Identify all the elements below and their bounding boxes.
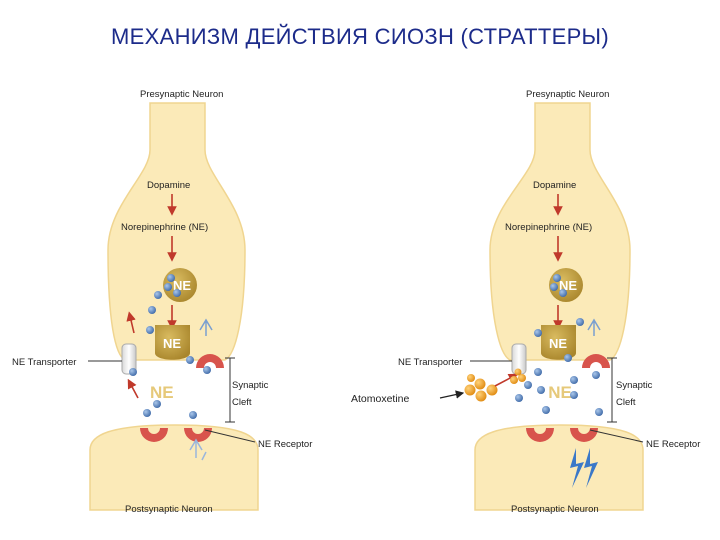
ne-molecule — [167, 274, 175, 282]
release-signal-icon — [199, 318, 213, 336]
presynaptic-receptor — [582, 354, 610, 368]
ne-transporter-label: NE Transporter — [398, 357, 462, 368]
release-vesicle — [541, 325, 576, 360]
atomoxetine-molecule — [464, 374, 498, 402]
ne-molecule — [189, 411, 197, 419]
ne-molecule — [559, 289, 567, 297]
synaptic-label: Synaptic — [616, 380, 653, 391]
ne-molecule — [592, 371, 600, 379]
postsynaptic-receptor — [184, 428, 212, 442]
ne-molecule — [570, 391, 578, 399]
release-vesicle — [155, 325, 190, 360]
synaptic-label: Synaptic — [232, 380, 269, 391]
ne-transporter — [121, 343, 137, 375]
synapse-panel-right: Presynaptic Neuron Dopamine Norepinephri… — [351, 89, 700, 515]
presynaptic-neuron — [107, 102, 246, 361]
ne-molecule — [164, 283, 172, 291]
ne-molecule — [148, 306, 156, 314]
receptor-pointer — [589, 429, 644, 443]
norepinephrine-label: Norepinephrine (NE) — [505, 222, 592, 233]
ne-molecule — [173, 289, 181, 297]
presynaptic-label: Presynaptic Neuron — [526, 89, 609, 100]
cleft-label: Cleft — [616, 397, 636, 408]
postsynaptic-receptor — [140, 428, 168, 442]
ne-molecule — [153, 400, 161, 408]
reuptake-arrow-lower — [127, 378, 139, 399]
ne-molecule — [203, 366, 211, 374]
ne-molecule — [570, 376, 578, 384]
ne-molecule — [595, 408, 603, 416]
release-vesicle-label: NE — [163, 336, 181, 351]
ne-molecule — [129, 368, 137, 376]
ne-molecule — [146, 326, 154, 334]
postsynaptic-label: Postsynaptic Neuron — [125, 504, 213, 515]
ne-molecule — [564, 354, 572, 362]
ne-molecule — [143, 409, 151, 417]
cleft-label: Cleft — [232, 397, 252, 408]
ne-receptor-label: NE Receptor — [258, 439, 312, 450]
atomoxetine-label: Atomoxetine — [351, 393, 410, 405]
ne-molecule — [537, 386, 545, 394]
presynaptic-receptor — [196, 354, 224, 368]
cleft-ne-label: NE — [548, 383, 572, 402]
postsynaptic-label: Postsynaptic Neuron — [511, 504, 599, 515]
presynaptic-neuron — [489, 102, 631, 361]
receptor-pointer — [204, 429, 256, 443]
ne-molecule — [576, 318, 584, 326]
ne-molecule — [542, 406, 550, 414]
postsynaptic-neuron — [474, 424, 644, 511]
release-vesicle-label: NE — [549, 336, 567, 351]
presynaptic-label: Presynaptic Neuron — [140, 89, 223, 100]
release-signal-icon — [587, 318, 601, 336]
ne-transporter-label: NE Transporter — [12, 357, 76, 368]
ne-molecule — [550, 283, 558, 291]
postsynaptic-receptor — [526, 428, 554, 442]
reuptake-arrow — [126, 311, 136, 334]
slide-title: МЕХАНИЗМ ДЕЙСТВИЯ СИОЗН (СТРАТТЕРЫ) — [111, 24, 609, 49]
norepinephrine-label: Norepinephrine (NE) — [121, 222, 208, 233]
cleft-ne-label: NE — [150, 383, 174, 402]
ne-receptor-label: NE Receptor — [646, 439, 700, 450]
ne-molecule — [515, 394, 523, 402]
ne-molecule — [186, 356, 194, 364]
synapse-panel-left: Presynaptic Neuron Dopamine Norepinephri… — [12, 89, 312, 515]
strong-signal-icon — [570, 448, 584, 488]
ne-molecule — [553, 274, 561, 282]
postsynaptic-neuron — [89, 424, 259, 511]
atomoxetine-bound — [510, 368, 526, 384]
postsynaptic-receptor — [570, 428, 598, 442]
ne-molecule — [524, 381, 532, 389]
dopamine-label: Dopamine — [147, 180, 190, 191]
atomoxetine-pointer — [439, 390, 465, 399]
weak-signal-icon — [189, 438, 207, 461]
dopamine-label: Dopamine — [533, 180, 576, 191]
ne-molecule — [534, 368, 542, 376]
strong-signal-icon — [584, 448, 598, 488]
ne-molecule — [534, 329, 542, 337]
ne-molecule — [154, 291, 162, 299]
